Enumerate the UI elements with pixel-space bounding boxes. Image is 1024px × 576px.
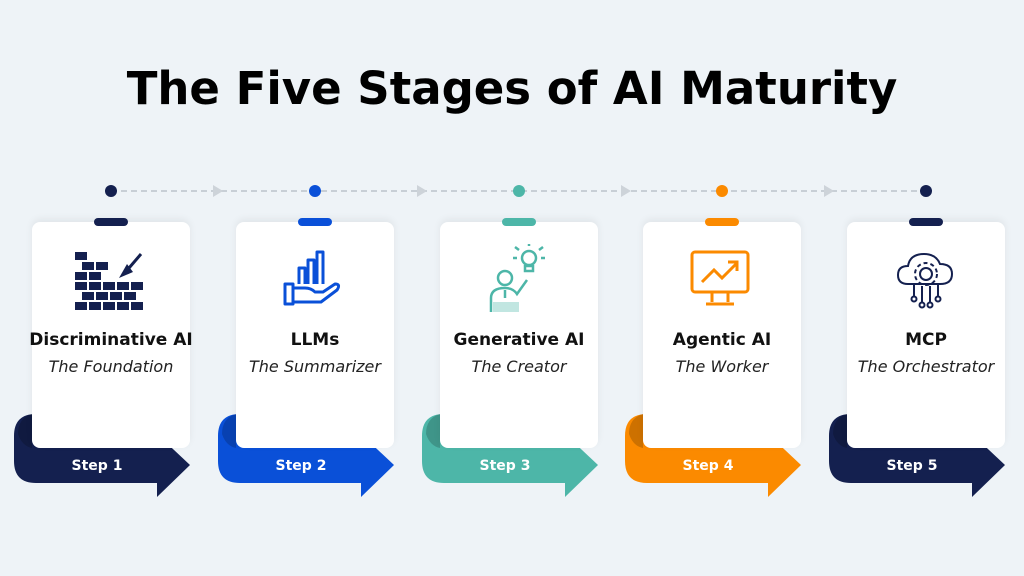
brick-wall-trowel-icon	[75, 252, 143, 310]
stage-name: Agentic AI	[672, 330, 772, 350]
step-label: Step 3	[479, 458, 531, 474]
stage-subtitle: The Summarizer	[249, 357, 381, 376]
card-tab	[705, 218, 739, 226]
timeline-dot	[920, 185, 932, 197]
person-lightbulb-icon	[489, 244, 545, 312]
stage-name: Discriminative AI	[29, 330, 193, 350]
timeline-dot	[105, 185, 117, 197]
stage-card: MCP The Orchestrator	[847, 218, 1005, 448]
timeline-dot	[513, 185, 525, 197]
timeline-arrow-icon	[213, 185, 223, 197]
timeline-arrow-icon	[417, 185, 427, 197]
timeline-dot	[309, 185, 321, 197]
stage-card: LLMs The Summarizer	[236, 218, 394, 448]
monitor-trend-icon	[690, 250, 750, 306]
step-label: Step 1	[71, 458, 123, 474]
stage-subtitle: The Worker	[675, 357, 769, 376]
card-tab	[502, 218, 536, 226]
stage-card: Agentic AI The Worker	[643, 218, 801, 448]
stage-name: LLMs	[290, 330, 340, 350]
stage-subtitle: The Orchestrator	[857, 357, 995, 376]
stage-subtitle: The Creator	[471, 357, 567, 376]
card-tab	[909, 218, 943, 226]
timeline-dot	[716, 185, 728, 197]
card-tab	[298, 218, 332, 226]
step-label: Step 2	[275, 458, 327, 474]
stage-name: Generative AI	[453, 330, 585, 350]
hand-bar-chart-icon	[283, 250, 341, 306]
page-title: The Five Stages of AI Maturity	[126, 62, 898, 115]
stage-card: Discriminative AI The Foundation	[29, 218, 193, 448]
cloud-gear-network-icon	[896, 252, 954, 309]
stage-subtitle: The Foundation	[48, 357, 174, 376]
card-tab	[94, 218, 128, 226]
step-label: Step 5	[886, 458, 938, 474]
timeline-arrow-icon	[621, 185, 631, 197]
step-label: Step 4	[682, 458, 734, 474]
stage-card: Generative AI The Creator	[440, 218, 598, 448]
stage-name: MCP	[905, 330, 947, 350]
timeline-arrow-icon	[824, 185, 834, 197]
